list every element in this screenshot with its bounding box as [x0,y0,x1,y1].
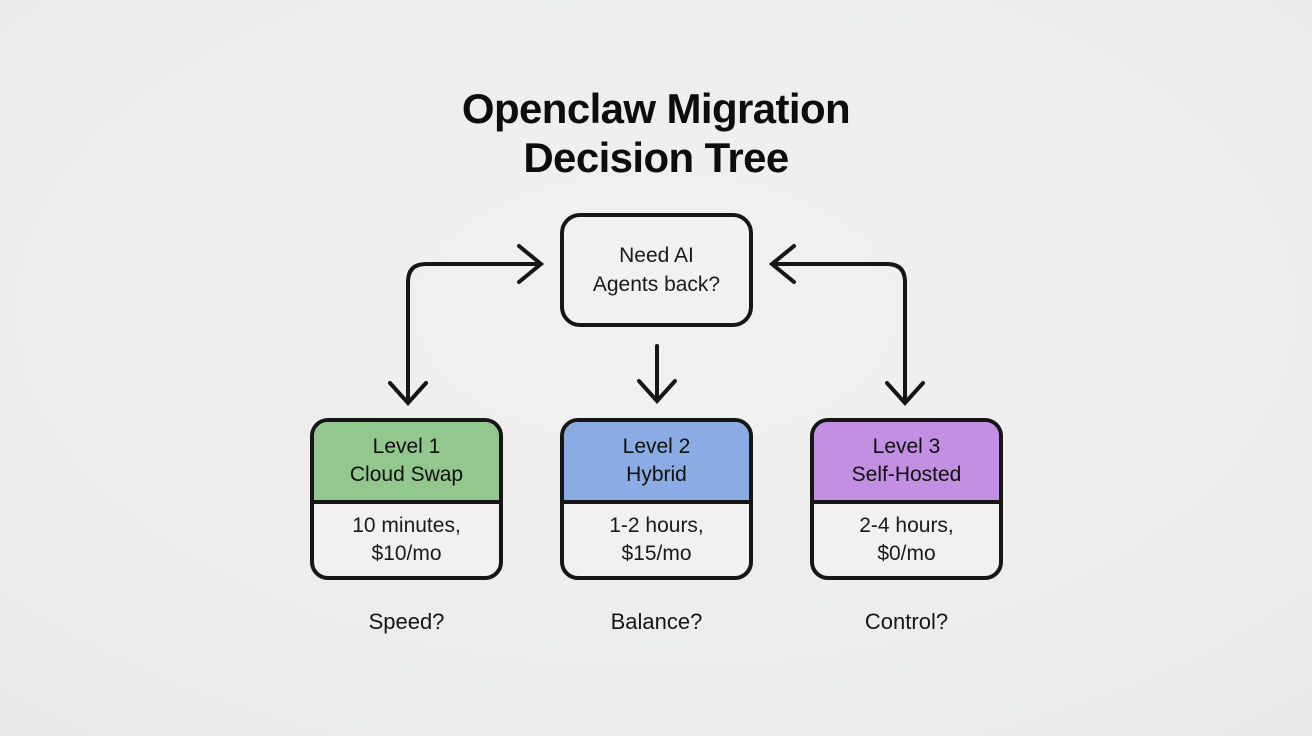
question-label-balance: Balance? [610,609,703,634]
arrowhead-down-center-icon [637,379,677,404]
question-label-speed: Speed? [368,609,445,634]
option-time-label: 2-4 hours, [859,514,954,537]
option-time-label: 10 minutes, [352,514,461,537]
option-card-level2: Level 2 Hybrid 1-2 hours, $15/mo [560,418,753,580]
question-label-control: Control? [864,609,949,634]
option-cost-label: $0/mo [877,542,936,565]
option-card-level2-details: 1-2 hours, $15/mo [564,504,749,576]
option-card-level2-header: Level 2 Hybrid [564,422,749,504]
option-level-label: Level 3 [872,435,941,458]
option-card-level3-header: Level 3 Self-Hosted [814,422,999,504]
arrowhead-left-icon [768,244,796,284]
option-name-label: Cloud Swap [349,463,464,486]
decision-node-line2: Agents back? [592,273,721,296]
option-level-label: Level 2 [622,435,691,458]
page-title: Openclaw Migration Decision Tree [0,84,1312,182]
option-name-label: Self-Hosted [851,463,962,486]
option-level-label: Level 1 [372,435,441,458]
arrowhead-right-icon [517,244,545,284]
option-card-level1: Level 1 Cloud Swap 10 minutes, $10/mo [310,418,503,580]
option-card-level1-header: Level 1 Cloud Swap [314,422,499,504]
option-time-label: 1-2 hours, [609,514,704,537]
option-card-level1-details: 10 minutes, $10/mo [314,504,499,576]
arrowhead-down-left-icon [388,381,428,406]
option-cost-label: $15/mo [621,542,692,565]
option-card-level3: Level 3 Self-Hosted 2-4 hours, $0/mo [810,418,1003,580]
arrow-right-elbow [773,262,907,403]
page-title-line1: Openclaw Migration [461,85,851,132]
decision-node: Need AI Agents back? [560,213,753,327]
option-name-label: Hybrid [626,463,687,486]
decision-node-line1: Need AI [619,244,694,267]
option-card-level3-details: 2-4 hours, $0/mo [814,504,999,576]
arrow-left-elbow [406,262,540,403]
page-title-line2: Decision Tree [523,134,789,181]
option-cost-label: $10/mo [371,542,442,565]
arrowhead-down-right-icon [885,381,925,406]
